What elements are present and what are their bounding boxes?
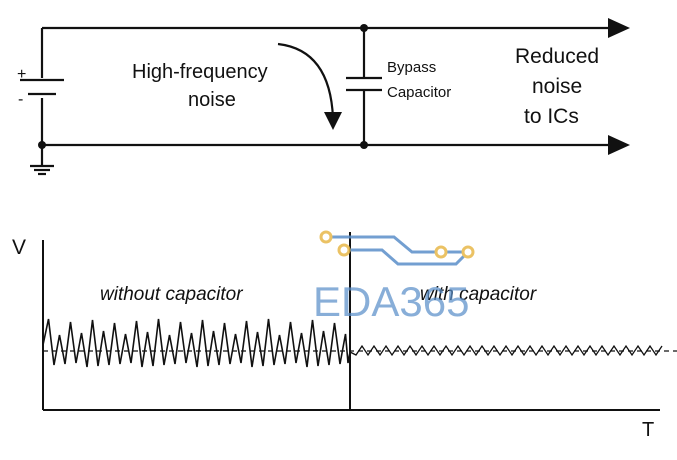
bottom-rail-arrowhead <box>608 135 630 155</box>
output-label-line3: to ICs <box>524 105 579 128</box>
noise-plot: V T without capacitor with capacitor <box>12 232 677 441</box>
noise-trace-without-capacitor <box>42 318 351 368</box>
noise-trace-with-capacitor <box>349 344 663 357</box>
junction-dot-ground <box>38 141 46 149</box>
watermark-trace-2 <box>344 248 470 266</box>
capacitor-label-line1: Bypass <box>387 59 436 76</box>
junction-dot-bottom <box>360 141 368 149</box>
noise-label-line1: High-frequency <box>132 61 268 83</box>
watermark-pad-4 <box>461 245 475 259</box>
top-rail-arrowhead <box>608 18 630 38</box>
watermark-pad-3 <box>434 245 448 259</box>
noise-curve-arrow <box>277 42 335 119</box>
output-label-line1: Reduced <box>515 45 599 68</box>
left-region-label: without capacitor <box>100 284 243 305</box>
noise-label-line2: noise <box>188 89 236 111</box>
watermark-pad-1 <box>319 230 333 244</box>
capacitor-label-line2: Capacitor <box>387 84 451 101</box>
output-label-line2: noise <box>532 75 582 98</box>
watermark: EDA365 <box>313 230 475 325</box>
watermark-text: EDA365 <box>313 278 469 325</box>
right-region-label: with capacitor <box>420 284 537 305</box>
x-axis-label: T <box>642 419 654 441</box>
noise-arrow-head <box>324 112 342 130</box>
junction-dot-top <box>360 24 368 32</box>
watermark-pad-2 <box>337 243 351 257</box>
battery-minus-label: - <box>18 91 23 108</box>
battery-plus-label: + <box>17 66 26 83</box>
circuit <box>20 18 630 176</box>
y-axis-label: V <box>12 236 26 259</box>
